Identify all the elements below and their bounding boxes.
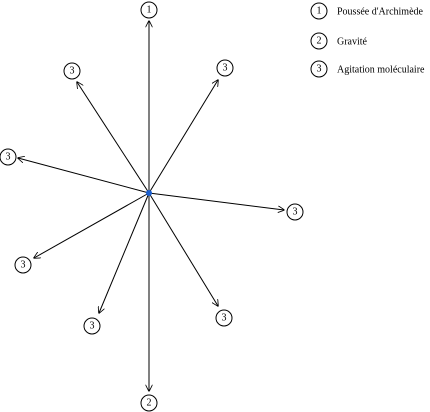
legend-item-1: 1 Poussée d'Archimède [310,2,424,20]
force-arrow-agitation-down-left [34,192,150,258]
legend-marker-1-number: 1 [317,6,322,17]
force-marker-circle-agitation-down-right [215,309,233,327]
force-marker-number-agitation-left: 3 [6,152,11,163]
force-arrow-agitation-up-left [77,82,150,194]
force-marker-circle-poussee-archimede [140,1,158,19]
center-point [146,190,152,196]
legend-marker-3 [310,60,328,78]
legend-label-poussee: Poussée d'Archimède [337,7,424,18]
legend-marker-2 [310,32,328,50]
legend-label-gravite: Gravité [337,37,368,48]
force-marker-circle-agitation-up-right [216,59,234,77]
force-arrow-agitation-down-left-steep [99,192,150,313]
force-marker-number-agitation-up-right: 3 [223,63,228,74]
force-marker-circle-agitation-down-left-steep [83,317,101,335]
legend-marker-3-number: 3 [317,64,322,75]
force-marker-circle-agitation-left [0,148,17,166]
legend: 1 Poussée d'Archimède 2 Gravité 3 Agitat… [310,2,425,78]
force-marker-circle-agitation-right [286,203,304,221]
force-arrows-group [18,21,284,391]
force-marker-number-agitation-right: 3 [293,207,298,218]
force-arrow-agitation-down-right [148,192,218,306]
force-marker-number-agitation-down-left: 3 [21,260,26,271]
legend-marker-2-number: 2 [317,36,322,47]
force-marker-number-gravite: 2 [147,398,152,409]
legend-marker-1 [310,2,328,20]
force-arrow-agitation-left [18,158,150,194]
force-marker-number-poussee-archimede: 1 [147,5,152,16]
force-markers-group: 1 2 3 3 3 3 3 3 3 [0,1,304,412]
force-marker-number-agitation-up-left: 3 [70,66,75,77]
force-marker-circle-agitation-down-left [14,256,32,274]
force-arrow-agitation-up-right [148,80,218,194]
force-marker-circle-gravite [140,394,158,412]
force-marker-number-agitation-down-left-steep: 3 [90,321,95,332]
force-marker-number-agitation-down-right: 3 [222,313,227,324]
legend-item-3: 3 Agitation moléculaire [310,60,425,78]
legend-label-agitation: Agitation moléculaire [337,65,425,76]
force-marker-circle-agitation-up-left [63,62,81,80]
force-arrow-agitation-right [148,192,284,210]
legend-item-2: 2 Gravité [310,32,368,50]
